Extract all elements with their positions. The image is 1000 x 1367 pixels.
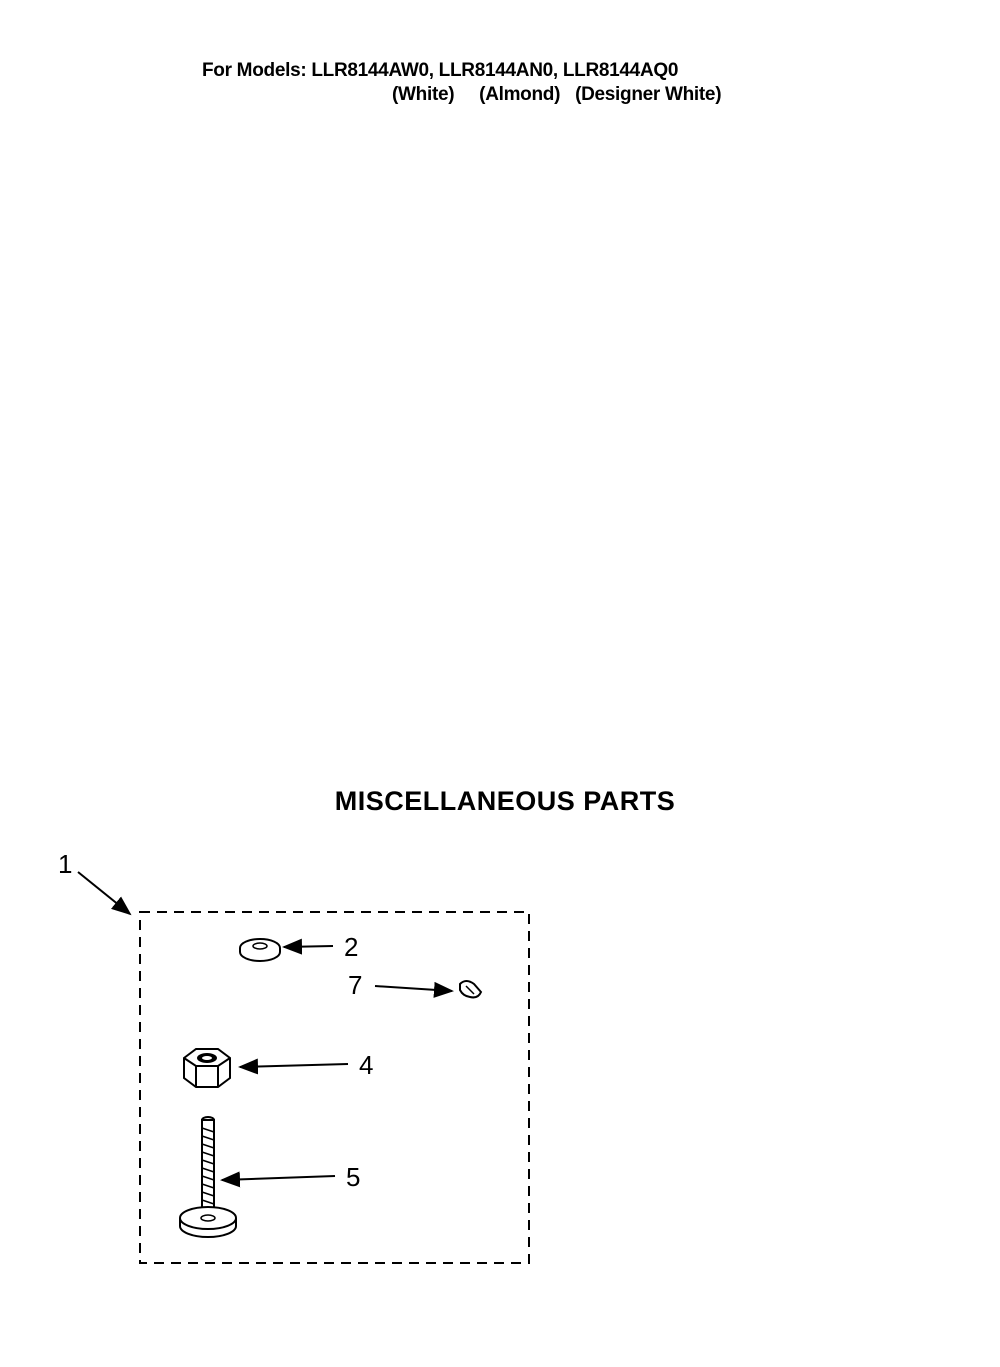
callout-4-label: 4 [359, 1050, 373, 1080]
callout-5-label: 5 [346, 1162, 360, 1192]
callout-4-leader [238, 1058, 349, 1075]
models-header: For Models: LLR8144AW0, LLR8144AN0, LLR8… [202, 60, 679, 81]
kit-boundary-box [139, 911, 530, 1264]
callout-2-label: 2 [344, 932, 358, 962]
washer-icon [239, 938, 281, 962]
callout-1-leader [77, 871, 132, 916]
callout-7-leader [374, 981, 454, 998]
clip-icon [459, 980, 483, 999]
bolt-icon [179, 1116, 237, 1238]
hex-nut-icon [183, 1048, 231, 1088]
callout-2-leader [282, 938, 334, 955]
model-colors-header: (White) (Almond) (Designer White) [392, 84, 722, 105]
section-title: MISCELLANEOUS PARTS [334, 786, 676, 816]
callout-5-leader [220, 1171, 336, 1188]
callout-7-label: 7 [348, 970, 362, 1000]
callout-1-label: 1 [58, 849, 72, 879]
